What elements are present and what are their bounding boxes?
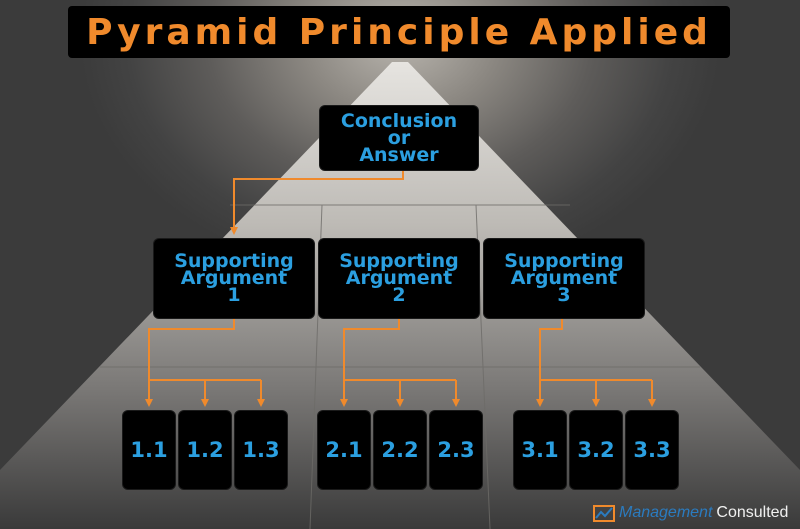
- sub-point-box: 1.2: [179, 411, 231, 489]
- sub-point-box: 1.1: [123, 411, 175, 489]
- sub-point-box: 2.2: [374, 411, 426, 489]
- sub-point-label: 2.3: [437, 438, 475, 462]
- chart-logo-icon: [593, 505, 615, 522]
- sub-point-box: 3.3: [626, 411, 678, 489]
- connector-arg3-to-subs: [539, 318, 652, 381]
- argument-2-line-2: Argument: [345, 267, 453, 289]
- connector-arg2-to-subs: [343, 318, 456, 381]
- sub-point-box: 1.3: [235, 411, 287, 489]
- supporting-argument-1: Supporting Argument 1: [154, 239, 314, 318]
- sub-point-box: 3.1: [514, 411, 566, 489]
- management-consulted-logo: Management Consulted: [593, 501, 788, 525]
- title-banner: Pyramid Principle Applied: [68, 6, 730, 58]
- argument-2-line-1: Supporting: [339, 250, 459, 272]
- logo-word-management: Management: [619, 504, 713, 521]
- supporting-argument-2: Supporting Argument 2: [319, 239, 479, 318]
- argument-1-line-2: Argument: [180, 267, 288, 289]
- sub-point-label: 1.1: [130, 438, 168, 462]
- connector-arg1-to-subs: [148, 318, 261, 381]
- sub-point-label: 2.1: [325, 438, 363, 462]
- sub-point-label: 1.2: [186, 438, 224, 462]
- argument-3-line-1: Supporting: [504, 250, 624, 272]
- argument-3-line-2: Argument: [510, 267, 618, 289]
- conclusion-line-3: Answer: [359, 143, 439, 166]
- page-title: Pyramid Principle Applied: [86, 11, 712, 53]
- conclusion-box: Conclusion or Answer: [320, 106, 478, 170]
- connector-lines: [145, 170, 656, 407]
- sub-point-label: 1.3: [242, 438, 280, 462]
- sub-point-box: 2.3: [430, 411, 482, 489]
- argument-3-line-3: 3: [557, 284, 571, 306]
- connector-conclusion-to-arg1: [230, 170, 404, 235]
- argument-2-line-3: 2: [392, 284, 406, 306]
- supporting-argument-3: Supporting Argument 3: [484, 239, 644, 318]
- sub-point-label: 2.2: [381, 438, 419, 462]
- argument-1-line-1: Supporting: [174, 250, 294, 272]
- sub-point-box: 2.1: [318, 411, 370, 489]
- sub-point-box: 3.2: [570, 411, 622, 489]
- sub-point-label: 3.2: [577, 438, 615, 462]
- conclusion-line-1: Conclusion: [340, 109, 458, 132]
- argument-1-line-3: 1: [227, 284, 241, 306]
- logo-word-consulted: Consulted: [716, 504, 789, 521]
- sub-point-label: 3.3: [633, 438, 671, 462]
- conclusion-line-2: or: [387, 126, 411, 149]
- sub-point-label: 3.1: [521, 438, 559, 462]
